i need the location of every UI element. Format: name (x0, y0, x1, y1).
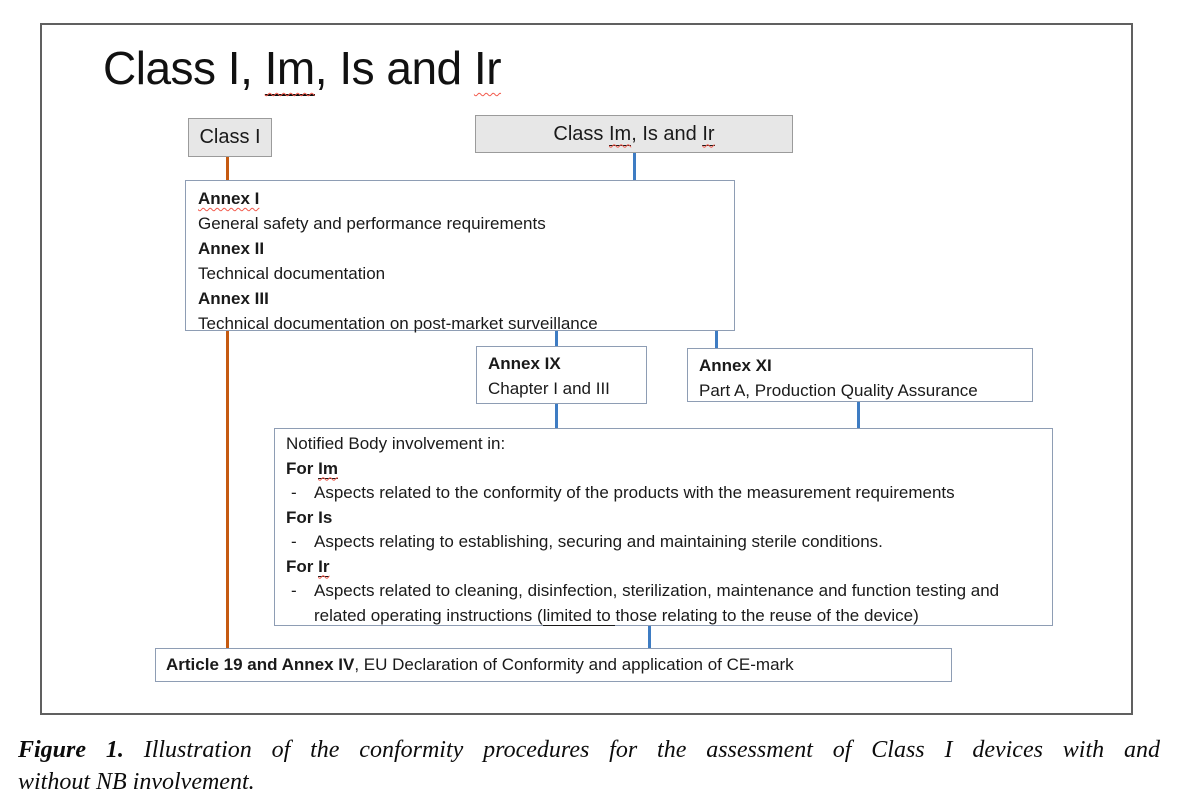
annex-ii-description: Technical documentation (198, 264, 386, 283)
connector-class1-to-article (226, 157, 229, 648)
caption-line-2: without NB involvement. (18, 769, 255, 795)
annex-i-ii-iii-box: Annex I General safety and performance r… (185, 180, 735, 333)
title-text: Class I, (103, 42, 265, 94)
annex-iii-description: Technical documentation on post-market s… (198, 314, 598, 333)
notified-body-box: Notified Body involvement in: For Im - A… (274, 428, 1053, 626)
annex-xi-box: Annex XI Part A, Production Quality Assu… (687, 348, 1033, 402)
connector-annex9-to-nb (555, 403, 558, 429)
annex-ix-description: Chapter I and III (488, 379, 610, 398)
figure-caption: Figure 1. Illustration of the conformity… (18, 735, 1160, 797)
nb-intro: Notified Body involvement in: (286, 434, 506, 453)
nb-for-ir-heading: For Ir (286, 556, 330, 577)
bullet-dash: - (291, 483, 297, 502)
nb-im-bullet-text: Aspects related to the conformity of the… (314, 483, 955, 502)
nb-im-bullet: - Aspects related to the conformity of t… (286, 481, 1052, 506)
bullet-dash: - (291, 581, 297, 600)
limited-to-underlined: limited to (542, 605, 616, 626)
title-text-mid: , Is and (314, 42, 474, 94)
article-19-text: Article 19 and Annex IV, EU Declaration … (166, 655, 794, 674)
nb-for-im-heading: For Im (286, 458, 338, 479)
nb-ir-bullet: - Aspects related to cleaning, disinfect… (286, 579, 1052, 628)
article-19-box: Article 19 and Annex IV, EU Declaration … (155, 648, 952, 682)
annex-xi-description: Part A, Production Quality Assurance (699, 381, 978, 400)
nb-is-bullet: - Aspects relating to establishing, secu… (286, 530, 1052, 555)
nb-for-is-heading: For Is (286, 507, 333, 527)
annex-iii-heading: Annex III (198, 289, 269, 308)
annex-xi-heading: Annex XI (699, 356, 772, 375)
connector-annex11-to-nb (857, 401, 860, 429)
class-i-box: Class I (188, 118, 272, 157)
title-ir-underlined: Ir (473, 42, 502, 94)
annex-ix-box: Annex IX Chapter I and III (476, 346, 647, 404)
class-i-label: Class I (199, 126, 261, 148)
bullet-dash: - (291, 532, 297, 551)
connector-annex-to-annex11 (715, 331, 718, 349)
annex-ii-heading: Annex II (198, 239, 265, 258)
caption-figure-label: Figure 1. (18, 737, 124, 763)
annex-ix-heading: Annex IX (488, 354, 561, 373)
title-im-underlined: Im (264, 42, 315, 96)
class-im-is-ir-label: Class Im, Is and Ir (553, 122, 715, 146)
annex-i-description: General safety and performance requireme… (198, 214, 546, 233)
diagram-title: Class I, Im, Is and Ir (103, 42, 502, 96)
class-im-is-ir-box: Class Im, Is and Ir (475, 115, 793, 153)
caption-line-1: Figure 1. Illustration of the conformity… (18, 737, 1160, 763)
annex-i-heading: Annex I (198, 189, 260, 208)
connector-classim-to-annex (633, 153, 636, 181)
connector-annex-to-annex9 (555, 331, 558, 347)
nb-is-bullet-text: Aspects relating to establishing, securi… (314, 532, 883, 551)
nb-ir-bullet-text: Aspects related to cleaning, disinfectio… (314, 581, 1000, 626)
connector-nb-to-article (648, 625, 651, 649)
